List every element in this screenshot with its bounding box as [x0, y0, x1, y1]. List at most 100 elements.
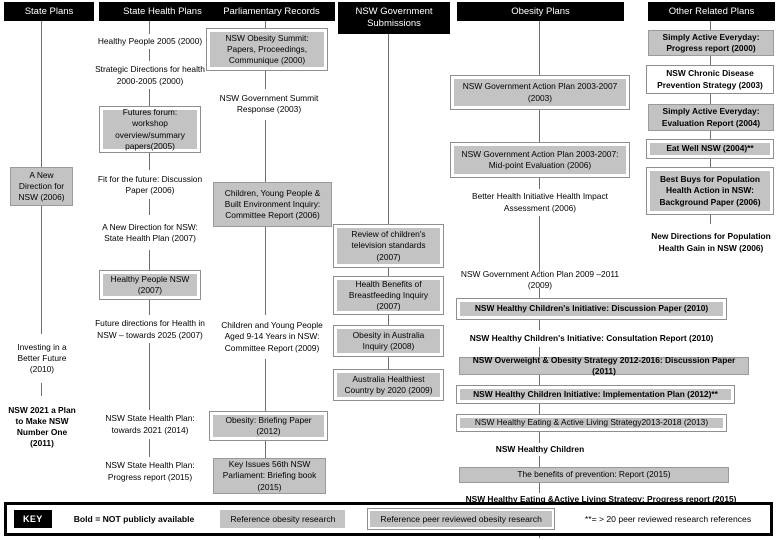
node-children-and-young-people-aged-9-14-years-nsw-2009[interactable]: Children and Young People Aged 9-14 Year… — [221, 320, 323, 353]
connector-line — [710, 159, 712, 167]
connector-line — [539, 432, 541, 443]
node-health-benefits-of-breastfeeding-inquiry-2007[interactable]: Health Benefits of Breastfeeding Inquiry… — [333, 276, 444, 315]
connector-line — [265, 70, 267, 89]
node-simply-active-everyday-evaluation-report-2004[interactable]: Simply Active Everyday: Evaluation Repor… — [648, 104, 774, 131]
connector-line — [539, 288, 541, 298]
column-header-state-plans: State Plans — [4, 2, 94, 21]
node-nsw-state-health-plan-progress-report-2015[interactable]: NSW State Health Plan: Progress report (… — [105, 460, 195, 482]
connector-line — [388, 34, 390, 224]
node-nsw-healthy-eating-active-living-strategy-2013-2018-2013[interactable]: NSW Healthy Eating & Active Living Strat… — [456, 414, 727, 432]
node-healthy-people-2005-2000[interactable]: Healthy People 2005 (2000) — [97, 35, 203, 46]
node-nsw-state-health-plan-towards-2021-2014[interactable]: NSW State Health Plan: towards 2021 (201… — [105, 413, 195, 435]
node-nsw-healthy-childrens-initiative-consultation-report-2010[interactable]: NSW Healthy Children's Initiative: Consu… — [469, 332, 714, 343]
legend-bold-note: Bold = NOT publicly available — [73, 514, 195, 524]
node-nsw-government-action-plan-2003-2007-2003[interactable]: NSW Government Action Plan 2003-2007 (20… — [450, 75, 630, 110]
legend-grey-swatch: Reference obesity research — [220, 510, 346, 528]
node-better-health-initiative-health-impact-assessment-2006[interactable]: Better Health Initiative Health Impact A… — [472, 191, 608, 213]
node-label: Best Buys for Population Health Action i… — [650, 171, 770, 211]
node-nsw-2021-plan-to-make-nsw-number-one-2011[interactable]: NSW 2021 a Plan to Make NSW Number One (… — [8, 404, 76, 449]
column-header-nsw-government-submissions: NSW Government Submissions — [338, 2, 450, 34]
legend-framed-note: Reference peer reviewed obesity research — [370, 511, 552, 527]
connector-line — [149, 21, 151, 34]
node-nsw-chronic-disease-prevention-strategy-2003[interactable]: NSW Chronic Disease Prevention Strategy … — [646, 65, 774, 94]
node-the-benefits-of-prevention-report-2015[interactable]: The benefits of prevention: Report (2015… — [459, 467, 729, 483]
node-children-young-people-built-environment-inquiry-2006[interactable]: Children, Young People & Built Environme… — [213, 182, 332, 227]
node-nsw-government-action-plan-2009-2011-2009[interactable]: NSW Government Action Plan 2009 –2011 (2… — [460, 268, 620, 290]
node-fit-for-the-future-discussion-paper-2006[interactable]: Fit for the future: Discussion Paper (20… — [97, 173, 203, 195]
connector-line — [149, 439, 151, 457]
connector-line — [539, 347, 541, 357]
node-label: NSW Obesity Summit: Papers, Proceedings,… — [210, 32, 324, 67]
node-new-directions-for-population-health-gain-in-nsw-2006[interactable]: New Directions for Population Health Gai… — [651, 231, 771, 253]
node-review-of-childrens-television-standards-2007[interactable]: Review of children's television standard… — [333, 224, 444, 268]
legend-asterisk-note: **= > 20 peer reviewed research referenc… — [584, 514, 752, 524]
node-a-new-direction-for-nsw-2006[interactable]: A New Direction for NSW (2006) — [10, 167, 73, 206]
connector-line — [710, 215, 712, 224]
connector-line — [265, 441, 267, 458]
connector-line — [539, 483, 541, 493]
connector-line — [539, 404, 541, 414]
connector-line — [149, 343, 151, 410]
node-nsw-government-summit-response-2003[interactable]: NSW Government Summit Response (2003) — [219, 92, 319, 114]
connector-line — [149, 299, 151, 315]
node-investing-in-a-better-future-2010[interactable]: Investing in a Better Future (2010) — [17, 341, 67, 375]
node-label: NSW Healthy Children's Initiative: Discu… — [460, 302, 723, 316]
connector-line — [149, 89, 151, 106]
node-label: Healthy People NSW (2007) — [103, 274, 197, 296]
legend-key-label: KEY — [14, 510, 52, 528]
node-strategic-directions-for-health-2000-2005-2000[interactable]: Strategic Directions for health 2000-200… — [95, 64, 205, 86]
node-eat-well-nsw-2004[interactable]: Eat Well NSW (2004)** — [646, 139, 774, 159]
node-future-directions-for-health-in-nsw-towards-2025-2007[interactable]: Future directions for Health in NSW – to… — [95, 318, 205, 340]
connector-line — [149, 199, 151, 215]
connector-line — [388, 357, 390, 369]
connector-line — [539, 375, 541, 385]
node-simply-active-everyday-progress-report-2000[interactable]: Simply Active Everyday: Progress report … — [648, 30, 774, 56]
node-obesity-briefing-paper-2012[interactable]: Obesity: Briefing Paper (2012) — [209, 411, 328, 441]
node-label: Health Benefits of Breastfeeding Inquiry… — [337, 279, 440, 311]
node-nsw-healthy-childrens-initiative-discussion-paper-2010[interactable]: NSW Healthy Children's Initiative: Discu… — [456, 298, 727, 320]
node-healthy-people-nsw-2007[interactable]: Healthy People NSW (2007) — [99, 270, 201, 300]
connector-line — [388, 268, 390, 276]
node-label: NSW Healthy Eating & Active Living Strat… — [460, 417, 723, 428]
connector-line — [539, 178, 541, 189]
column-header-obesity-plans: Obesity Plans — [457, 2, 624, 21]
connector-line — [41, 21, 43, 167]
connector-line — [710, 56, 712, 65]
node-nsw-healthy-children[interactable]: NSW Healthy Children — [495, 443, 585, 454]
node-nsw-government-action-plan-2003-2007-mid-point-evaluation-2006[interactable]: NSW Government Action Plan 2003-2007: Mi… — [450, 142, 630, 178]
node-nsw-obesity-summit-papers-proceedings-communique-2000[interactable]: NSW Obesity Summit: Papers, Proceedings,… — [206, 28, 328, 71]
node-label: Obesity in Australia Inquiry (2008) — [337, 329, 440, 353]
node-label: NSW Government Action Plan 2003-2007: Mi… — [454, 146, 626, 174]
node-label: Eat Well NSW (2004)** — [650, 143, 770, 155]
node-nsw-healthy-children-initiative-implementation-plan-2012[interactable]: NSW Healthy Children Initiative: Impleme… — [456, 385, 735, 404]
connector-line — [149, 152, 151, 170]
connector-line — [388, 315, 390, 325]
node-obesity-in-australia-inquiry-2008[interactable]: Obesity in Australia Inquiry (2008) — [333, 325, 444, 357]
node-label: NSW Chronic Disease Prevention Strategy … — [650, 68, 770, 90]
node-label: NSW Government Action Plan 2003-2007 (20… — [454, 79, 626, 106]
node-label: Futures forum: workshop overview/summary… — [103, 107, 197, 151]
node-best-buys-for-population-health-action-in-nsw-background-paper-2006[interactable]: Best Buys for Population Health Action i… — [646, 167, 774, 215]
connector-line — [265, 120, 267, 182]
node-nsw-overweight-obesity-strategy-2012-2016-discussion-paper-2011[interactable]: NSW Overweight & Obesity Strategy 2012-2… — [459, 355, 749, 376]
connector-line — [265, 21, 267, 29]
column-header-parliamentary-records: Parliamentary Records — [208, 2, 335, 21]
node-australia-healthiest-country-by-2020-2009[interactable]: Australia Healthiest Country by 2020 (20… — [333, 369, 444, 401]
connector-line — [41, 206, 43, 334]
connector-line — [710, 131, 712, 139]
connector-line — [539, 320, 541, 330]
column-header-state-health-plans: State Health Plans — [99, 2, 226, 21]
node-key-issues-56th-nsw-parliament-briefing-book-2015[interactable]: Key Issues 56th NSW Parliament: Briefing… — [213, 458, 326, 494]
connector-line — [710, 94, 712, 104]
connector-line — [265, 359, 267, 411]
connector-line — [539, 216, 541, 272]
node-futures-forum-workshop-overview-summary-papers-2005[interactable]: Futures forum: workshop overview/summary… — [99, 106, 201, 153]
connector-line — [149, 49, 151, 61]
node-nsw-healthy-eating-active-living-strategy-progress-report-2015[interactable]: NSW Healthy Eating &Active Living Strate… — [465, 493, 737, 504]
legend-framed-swatch: Reference peer reviewed obesity research — [367, 508, 555, 530]
connector-line — [539, 456, 541, 467]
column-header-other-related-plans: Other Related Plans — [648, 2, 775, 21]
node-a-new-direction-for-nsw-state-health-plan-2007[interactable]: A New Direction for NSW: State Health Pl… — [102, 221, 198, 243]
connector-line — [710, 21, 712, 30]
